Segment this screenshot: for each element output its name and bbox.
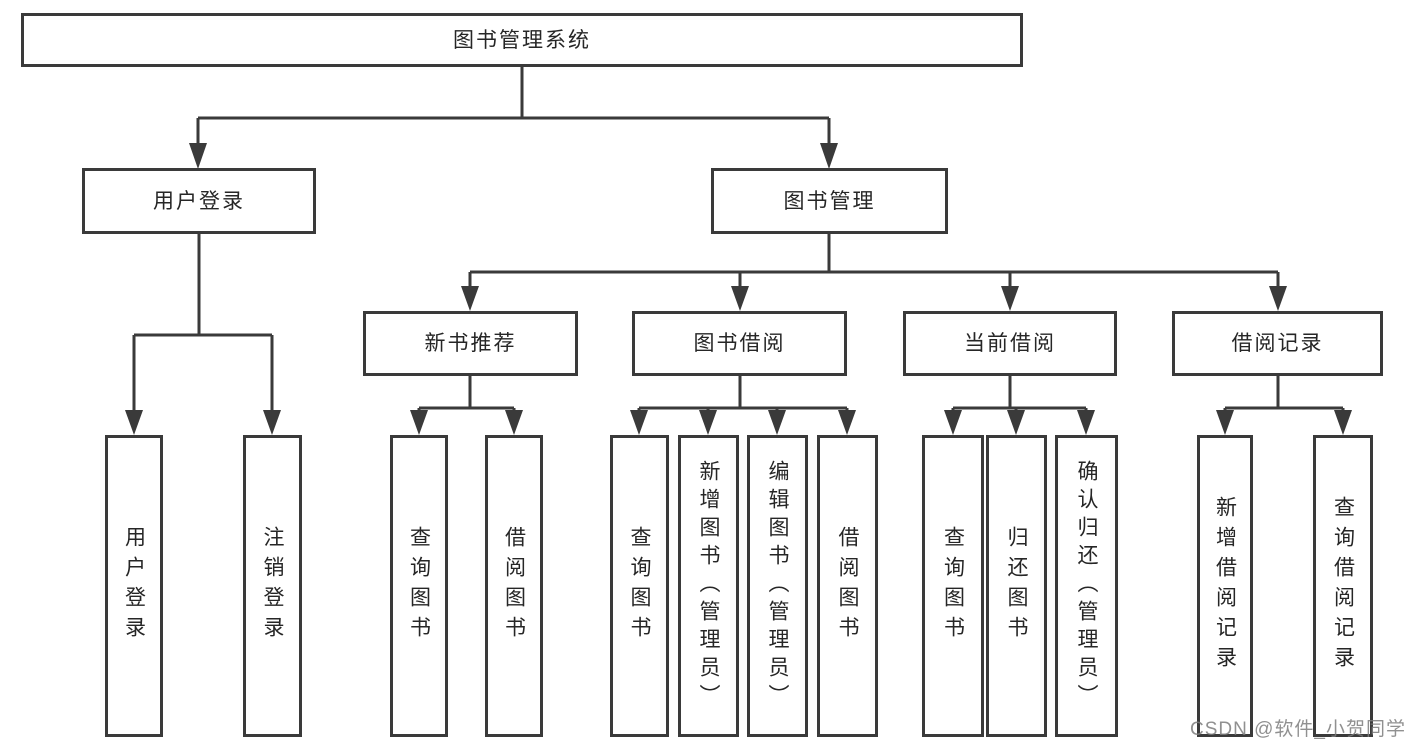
node-current-borrowing: 当前借阅 [903, 311, 1117, 376]
leaf-add-book-admin: 新增图书（管理员） [678, 435, 739, 737]
arrow-down [189, 143, 207, 169]
arrow-down [820, 143, 838, 169]
leaf-query-books-current: 查询图书 [922, 435, 984, 737]
node-library-management-system: 图书管理系统 [21, 13, 1023, 67]
leaf-return-books: 归还图书 [986, 435, 1047, 737]
leaf-edit-book-admin: 编辑图书（管理员） [747, 435, 808, 737]
node-book-management: 图书管理 [711, 168, 948, 234]
arrow-down [410, 410, 428, 435]
arrow-down [125, 410, 143, 435]
node-borrowing-records: 借阅记录 [1172, 311, 1383, 376]
node-new-book-recommendation: 新书推荐 [363, 311, 578, 376]
leaf-add-borrowing-record: 新增借阅记录 [1197, 435, 1253, 737]
arrow-down [1001, 286, 1019, 311]
leaf-query-borrowing-record: 查询借阅记录 [1313, 435, 1373, 737]
arrow-down [1077, 410, 1095, 435]
edge-user-login-children [132, 233, 274, 412]
arrow-down [1216, 410, 1234, 435]
node-user-login: 用户登录 [82, 168, 316, 234]
arrow-down [944, 410, 962, 435]
leaf-borrow-books-borrowing: 借阅图书 [817, 435, 878, 737]
arrow-down [731, 286, 749, 311]
arrow-down [630, 410, 648, 435]
arrow-down [461, 286, 479, 311]
arrow-down [838, 410, 856, 435]
edge-current-borrowing-children [951, 376, 1088, 412]
edge-borrowing-records-children [1223, 376, 1345, 412]
arrow-down [263, 410, 281, 435]
edge-root-to-level2 [196, 67, 831, 146]
node-book-borrowing: 图书借阅 [632, 311, 847, 376]
arrow-down [768, 410, 786, 435]
edge-book-borrowing-children [637, 376, 849, 412]
leaf-query-books-recommend: 查询图书 [390, 435, 448, 737]
leaf-query-books-borrowing: 查询图书 [610, 435, 669, 737]
arrow-down [1269, 286, 1287, 311]
edge-book-management-children [468, 233, 1280, 288]
leaf-borrow-books-recommend: 借阅图书 [485, 435, 543, 737]
arrow-down [505, 410, 523, 435]
arrow-down [1334, 410, 1352, 435]
csdn-watermark: CSDN @软件_小贺同学 [1190, 719, 1405, 740]
leaf-logout: 注销登录 [243, 435, 302, 737]
leaf-confirm-return-admin: 确认归还（管理员） [1055, 435, 1118, 737]
leaf-user-login: 用户登录 [105, 435, 163, 737]
arrow-down [699, 410, 717, 435]
edge-new-book-recommendation-children [417, 376, 516, 412]
arrow-down [1007, 410, 1025, 435]
